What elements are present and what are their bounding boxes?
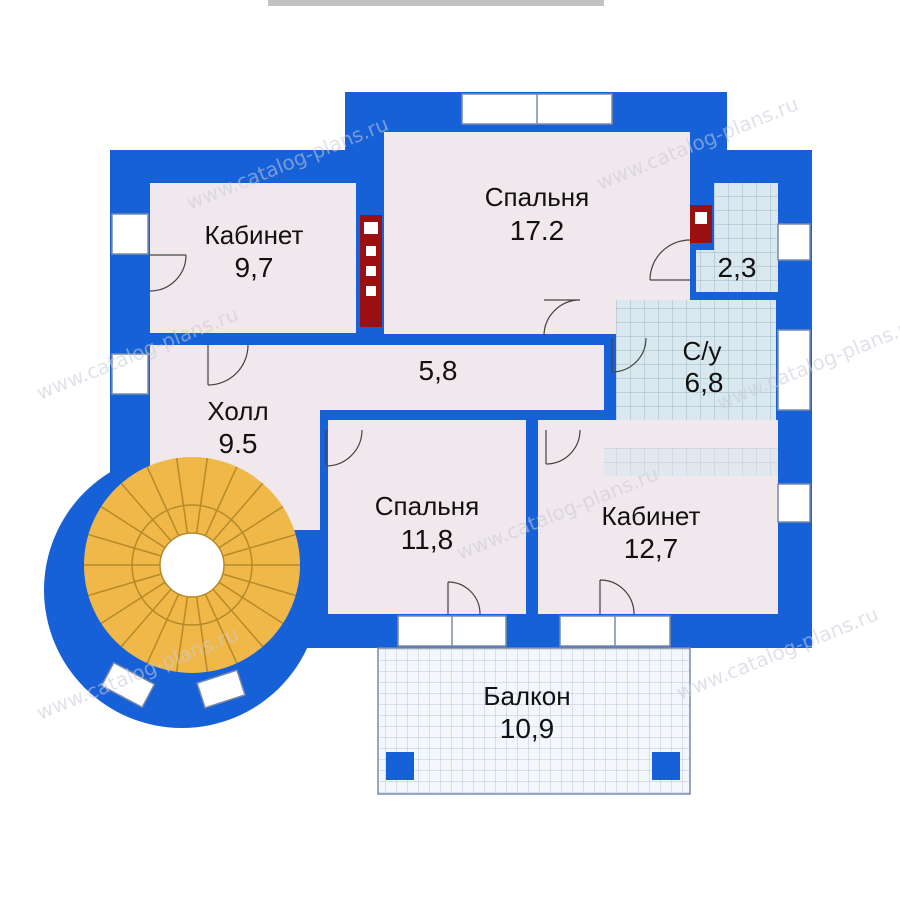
doors — [149, 239, 691, 615]
header-text-crop — [268, 0, 604, 6]
stair-tread — [88, 533, 162, 557]
room-su — [616, 300, 776, 442]
room-labels: Кабинет 9,7 Спальня 17.2 2,3 С/у 6,8 5,8… — [205, 182, 757, 744]
label-holl: Холл — [207, 396, 268, 426]
stair-tread — [222, 533, 296, 557]
stair-tread — [175, 457, 189, 534]
label-su: С/у — [683, 336, 722, 366]
area-spalnya-mid: 11,8 — [401, 524, 453, 555]
stair-tread — [195, 596, 209, 673]
stair-tread — [195, 457, 209, 534]
area-kabinet-mid: 12,7 — [624, 533, 679, 564]
rooms — [150, 132, 778, 614]
windows — [100, 93, 811, 709]
area-kabinet-top: 9,7 — [235, 252, 274, 283]
area-holl: 9.5 — [219, 428, 258, 459]
area-su: 6,8 — [685, 367, 724, 398]
label-balkon: Балкон — [483, 681, 570, 711]
stair-tread — [146, 593, 180, 664]
stair-tread — [218, 581, 284, 625]
stair-tread — [146, 466, 180, 537]
stair-tread — [100, 581, 166, 625]
chimneys — [360, 205, 712, 327]
area-small-room: 2,3 — [718, 252, 757, 283]
room-kabinet-top — [150, 183, 356, 333]
stair-tread — [222, 573, 296, 597]
stair-tread — [204, 593, 238, 664]
area-corridor: 5,8 — [419, 355, 458, 386]
stair-tread — [88, 573, 162, 597]
stair-tread — [212, 482, 264, 542]
stair-tread — [218, 505, 284, 549]
stair-tread — [212, 588, 264, 648]
room-holl-corridor — [150, 345, 604, 530]
stair-tread — [204, 466, 238, 537]
room-spalnya-mid — [328, 420, 526, 614]
balcony — [377, 647, 691, 795]
stair-tread — [120, 588, 172, 648]
label-spalnya-mid: Спальня — [375, 491, 479, 521]
label-kabinet-top: Кабинет — [205, 220, 304, 250]
label-kabinet-mid: Кабинет — [602, 501, 701, 531]
spiral-staircase — [84, 457, 300, 673]
stair-tread — [175, 596, 189, 673]
stair-tread — [100, 505, 166, 549]
label-spalnya-top: Спальня — [485, 182, 589, 212]
area-balkon: 10,9 — [500, 713, 555, 744]
area-spalnya-top: 17.2 — [510, 215, 565, 246]
stair-tread — [120, 482, 172, 542]
